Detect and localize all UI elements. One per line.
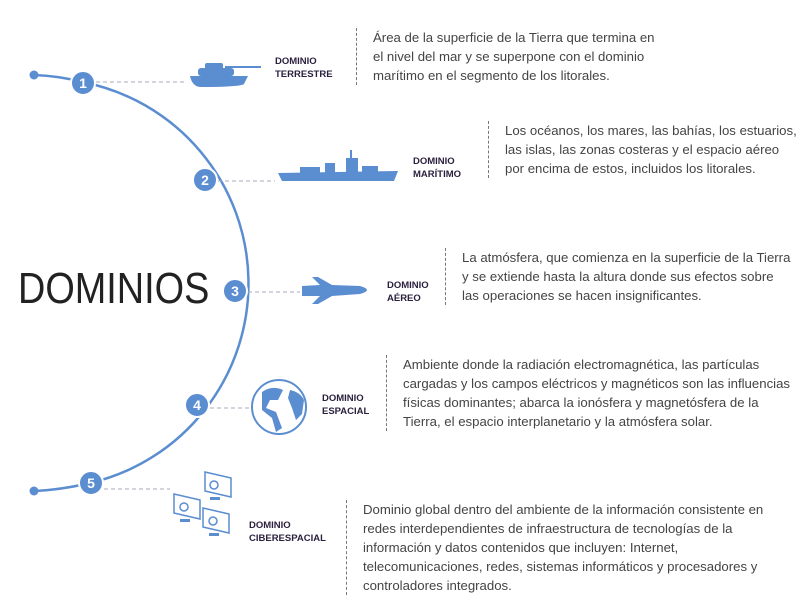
fighter-jet-icon bbox=[302, 277, 367, 304]
tank-icon bbox=[190, 63, 261, 87]
label-line: DOMINIO bbox=[387, 280, 429, 291]
domain-label-terrestre: DOMINIO TERRESTRE bbox=[275, 55, 333, 81]
page-title: DOMINIOS bbox=[18, 264, 210, 313]
description-maritimo: Los océanos, los mares, las bahías, los … bbox=[488, 121, 797, 178]
arc-end-dot bbox=[29, 486, 39, 496]
connector-lines bbox=[96, 81, 300, 490]
label-line: DOMINIO bbox=[322, 393, 364, 404]
description-terrestre: Área de la superficie de la Tierra que t… bbox=[356, 28, 663, 85]
description-espacial: Ambiente donde la radiación electromagné… bbox=[386, 355, 799, 431]
label-line: MARÍTIMO bbox=[413, 169, 462, 180]
label-line: TERRESTRE bbox=[275, 69, 333, 80]
domain-label-aereo: DOMINIO AÉREO bbox=[387, 279, 429, 305]
domain-label-espacial: DOMINIO ESPACIAL bbox=[322, 392, 369, 418]
globe-icon bbox=[251, 379, 307, 435]
step-badge-1: 1 bbox=[70, 70, 96, 96]
warship-icon bbox=[278, 150, 398, 181]
arc-start-dot bbox=[29, 70, 39, 80]
label-line: ESPACIAL bbox=[322, 406, 370, 417]
label-line: DOMINIO bbox=[413, 156, 455, 167]
description-ciberespacial: Dominio global dentro del ambiente de la… bbox=[346, 500, 773, 595]
label-line: DOMINIO bbox=[249, 520, 291, 531]
step-badge-3: 3 bbox=[222, 278, 248, 304]
domain-label-maritimo: DOMINIO MARÍTIMO bbox=[413, 155, 461, 181]
step-badge-2: 2 bbox=[192, 167, 218, 193]
label-line: CIBERESPACIAL bbox=[249, 533, 326, 544]
label-line: AÉREO bbox=[387, 293, 421, 304]
step-badge-5: 5 bbox=[78, 470, 104, 496]
label-line: DOMINIO bbox=[275, 56, 317, 67]
step-badge-4: 4 bbox=[184, 392, 210, 418]
description-aereo: La atmósfera, que comienza en la superfi… bbox=[445, 248, 792, 305]
computers-icon bbox=[173, 471, 232, 534]
domain-label-ciberespacial: DOMINIO CIBERESPACIAL bbox=[249, 519, 326, 545]
